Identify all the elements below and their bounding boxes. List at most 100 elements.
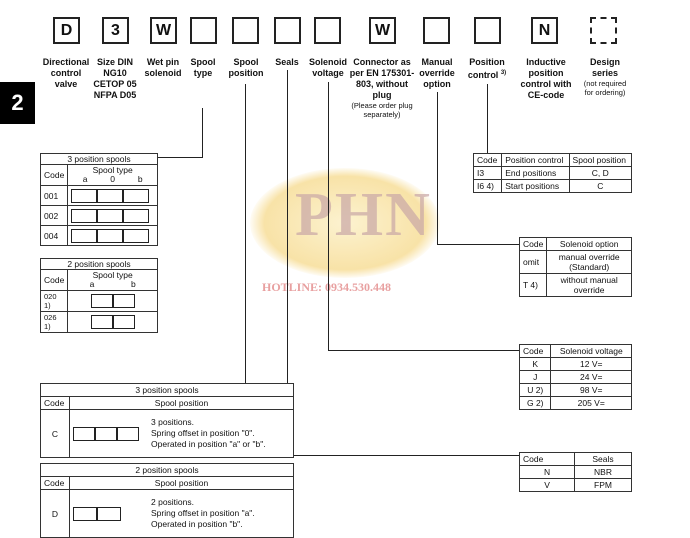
- table-cell: 001: [39, 185, 69, 206]
- table-cell: C: [40, 409, 70, 458]
- table-cell: 205 V=: [550, 396, 632, 410]
- header-wetpin: Wet pin solenoid: [144, 57, 182, 78]
- description-line: Spring offset in position "a".: [151, 508, 255, 518]
- table-cell: NBR: [574, 465, 632, 479]
- header-poscontrol-title: Position control: [467, 57, 505, 80]
- code-box-size: 3: [102, 17, 129, 44]
- spool-symbol: [67, 311, 158, 333]
- connector-line: [202, 108, 203, 158]
- header-connector-note: (Please order plug separately): [351, 101, 413, 119]
- code-box-directional: D: [53, 17, 80, 44]
- spool-position-cell: 2 positions. Spring offset in position "…: [69, 489, 294, 538]
- column-header: Spool type a 0 b: [67, 164, 158, 186]
- spool2-type-table: 2 position spools Code Spool type a b 02…: [39, 258, 158, 333]
- connector-line: [437, 244, 519, 245]
- table-cell: I3: [472, 166, 503, 180]
- valve-symbol: [73, 506, 145, 521]
- spool-position-cell: 3 positions. Spring offset in position "…: [69, 409, 294, 458]
- connector-line: [287, 455, 519, 456]
- connector-line: [328, 82, 329, 350]
- column-header-label: Spool type: [92, 270, 133, 280]
- position-label: a: [82, 174, 88, 184]
- column-header: Position control: [501, 153, 570, 167]
- header-solvolt: Solenoid voltage: [309, 57, 347, 78]
- header-manual: Manual override option: [419, 57, 455, 89]
- description-line: Operated in position "a" or "b".: [151, 439, 266, 449]
- code-box-inductive: N: [531, 17, 558, 44]
- table-cell: 12 V=: [550, 357, 632, 371]
- valve-symbol: [73, 426, 145, 441]
- table-cell: End positions: [501, 166, 570, 180]
- connector-line: [437, 92, 438, 244]
- table-cell: T 4): [518, 273, 548, 297]
- table-cell: 004: [39, 225, 69, 246]
- table-cell: omit: [518, 250, 548, 274]
- connector-line: [245, 84, 246, 384]
- header-design-note: (not required for ordering): [583, 79, 627, 97]
- connector-line: [287, 70, 288, 455]
- column-header: Code: [40, 476, 70, 490]
- code-box-poscontrol: [474, 17, 501, 44]
- table-cell: I6 4): [472, 179, 503, 193]
- column-header: Spool position: [69, 476, 294, 490]
- table-cell: D: [40, 489, 70, 538]
- table-cell: 002: [39, 205, 69, 226]
- watermark-hotline: HOTLINE: 0934.530.448: [262, 280, 392, 294]
- spoolpos2-table: 2 position spools Code Spool position D …: [40, 463, 294, 538]
- watermark-logo: PHN: [295, 181, 432, 249]
- code-box-seals: [274, 17, 301, 44]
- position-labels: a 0 b: [71, 175, 154, 184]
- column-header: Solenoid option: [546, 237, 632, 251]
- table-cell: K: [518, 357, 552, 371]
- column-header: Code: [472, 153, 503, 167]
- description-line: Spring offset in position "0".: [151, 428, 255, 438]
- column-header: Spool type a b: [67, 269, 158, 291]
- table-cell: G 2): [518, 396, 552, 410]
- spool3-type-table: 3 position spools Code Spool type a 0 b …: [39, 153, 158, 246]
- position-label: b: [137, 174, 143, 184]
- column-header: Code: [518, 452, 576, 466]
- column-header: Seals: [574, 452, 632, 466]
- description-line: 3 positions.: [151, 417, 194, 427]
- table-cell: C, D: [568, 166, 633, 180]
- table-cell: manual override (Standard): [546, 250, 632, 274]
- header-spoolpos: Spool position: [228, 57, 264, 78]
- column-header: Code: [39, 164, 69, 186]
- table-title: 2 position spools: [40, 463, 294, 477]
- connector-line: [487, 84, 488, 154]
- spool-symbol: [67, 225, 158, 246]
- table-cell: J: [518, 370, 552, 384]
- spool-symbol: [67, 290, 158, 312]
- header-poscontrol-sup: 3): [500, 70, 507, 76]
- code-box-spoolpos: [232, 17, 259, 44]
- manual-override-table: Code Solenoid option omit manual overrid…: [518, 237, 632, 297]
- table-title: 3 position spools: [40, 383, 294, 397]
- table-cell: without manual override: [546, 273, 632, 297]
- table-cell: N: [518, 465, 576, 479]
- column-header: Spool position: [69, 396, 294, 410]
- header-size: Size DIN NG10 CETOP 05 NFPA D05: [93, 57, 137, 100]
- column-header: Code: [39, 269, 69, 291]
- header-design-title: Design series: [589, 57, 620, 78]
- poscontrol-table: Code Position control Spool position I3 …: [472, 153, 633, 193]
- code-box-voltage: [314, 17, 341, 44]
- position-label: a: [89, 279, 95, 289]
- table-cell: C: [568, 179, 633, 193]
- header-poscontrol: Position control 3): [464, 57, 510, 81]
- position-label: 0: [110, 174, 116, 184]
- table-cell: Start positions: [501, 179, 570, 193]
- position-label: b: [130, 279, 136, 289]
- header-spooltype: Spool type: [190, 57, 216, 78]
- column-header: Code: [518, 344, 552, 358]
- column-header: Code: [40, 396, 70, 410]
- table-cell: V: [518, 478, 576, 492]
- description-line: Operated in position "b".: [151, 519, 243, 529]
- column-header: Code: [518, 237, 548, 251]
- connector-line: [328, 350, 519, 351]
- table-cell: FPM: [574, 478, 632, 492]
- header-seals: Seals: [275, 57, 299, 67]
- position-labels: a b: [71, 280, 154, 289]
- table-cell: U 2): [518, 383, 552, 397]
